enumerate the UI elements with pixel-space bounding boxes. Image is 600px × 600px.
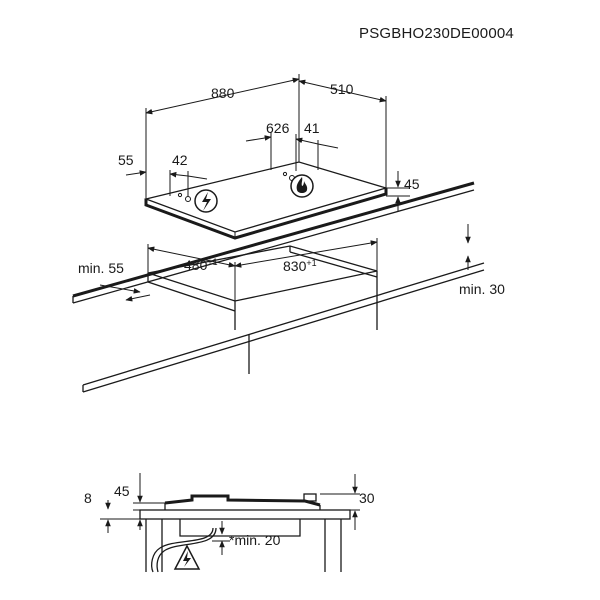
width-label: 880: [211, 85, 235, 101]
cutout-depth-label: 480+1: [184, 257, 218, 273]
side-view: [100, 473, 360, 573]
electric-warning-icon: [194, 189, 218, 213]
gas-flame-icon: [290, 174, 314, 198]
depth-label: 510: [330, 81, 354, 97]
height-45-label: 45: [404, 176, 420, 192]
side-label-min20: *min. 20: [229, 532, 281, 548]
hob-top-view: [143, 161, 389, 240]
worktop: [72, 181, 485, 393]
cable-warning-icon: [173, 544, 201, 570]
min-front-label: min. 55: [78, 260, 124, 276]
side-label-45: 45: [114, 483, 130, 499]
offset-42-label: 42: [172, 152, 188, 168]
offset-41-label: 41: [304, 120, 320, 136]
drawing-code: PSGBHO230DE00004: [359, 25, 514, 42]
dimension-lines-top: [125, 74, 410, 211]
offset-626-label: 626: [266, 120, 290, 136]
side-label-8: 8: [84, 490, 92, 506]
side-label-30: 30: [359, 490, 375, 506]
cutout-width-label: 830+1: [283, 258, 317, 274]
offset-55-label: 55: [118, 152, 134, 168]
cutout: [99, 224, 471, 330]
min-back-label: min. 30: [459, 281, 505, 297]
